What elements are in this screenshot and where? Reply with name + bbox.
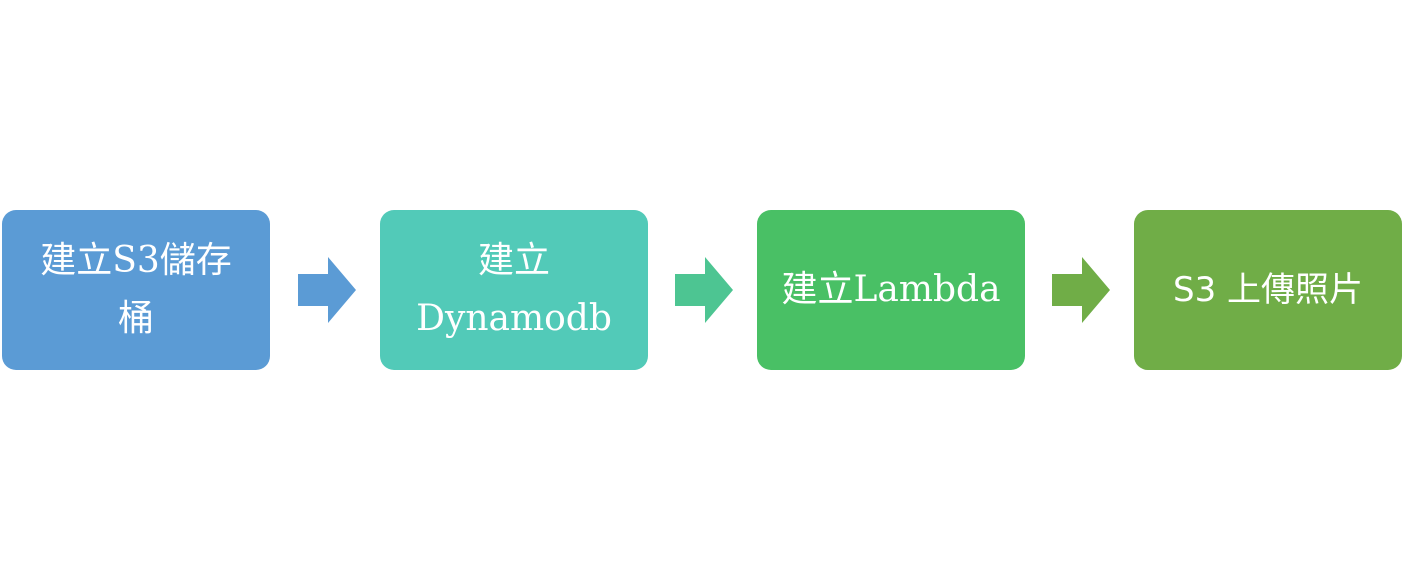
step-label: 建立S3儲存 桶 xyxy=(40,240,232,339)
step-label: 建立 Dynamodb xyxy=(416,240,612,339)
step-s3-upload-photo: S3 上傳照片 xyxy=(1134,210,1402,370)
step-label: 建立Lambda xyxy=(781,269,1001,310)
step-create-dynamodb: 建立 Dynamodb xyxy=(380,210,648,370)
arrow-shape xyxy=(298,257,356,323)
step-create-lambda: 建立Lambda xyxy=(757,210,1025,370)
right-arrow-icon xyxy=(675,257,733,323)
step-label: S3 上傳照片 xyxy=(1172,270,1364,310)
arrow-shape xyxy=(675,257,733,323)
arrow-shape xyxy=(1052,257,1110,323)
step-create-s3-bucket: 建立S3儲存 桶 xyxy=(2,210,270,370)
right-arrow-icon xyxy=(298,257,356,323)
right-arrow-icon xyxy=(1052,257,1110,323)
